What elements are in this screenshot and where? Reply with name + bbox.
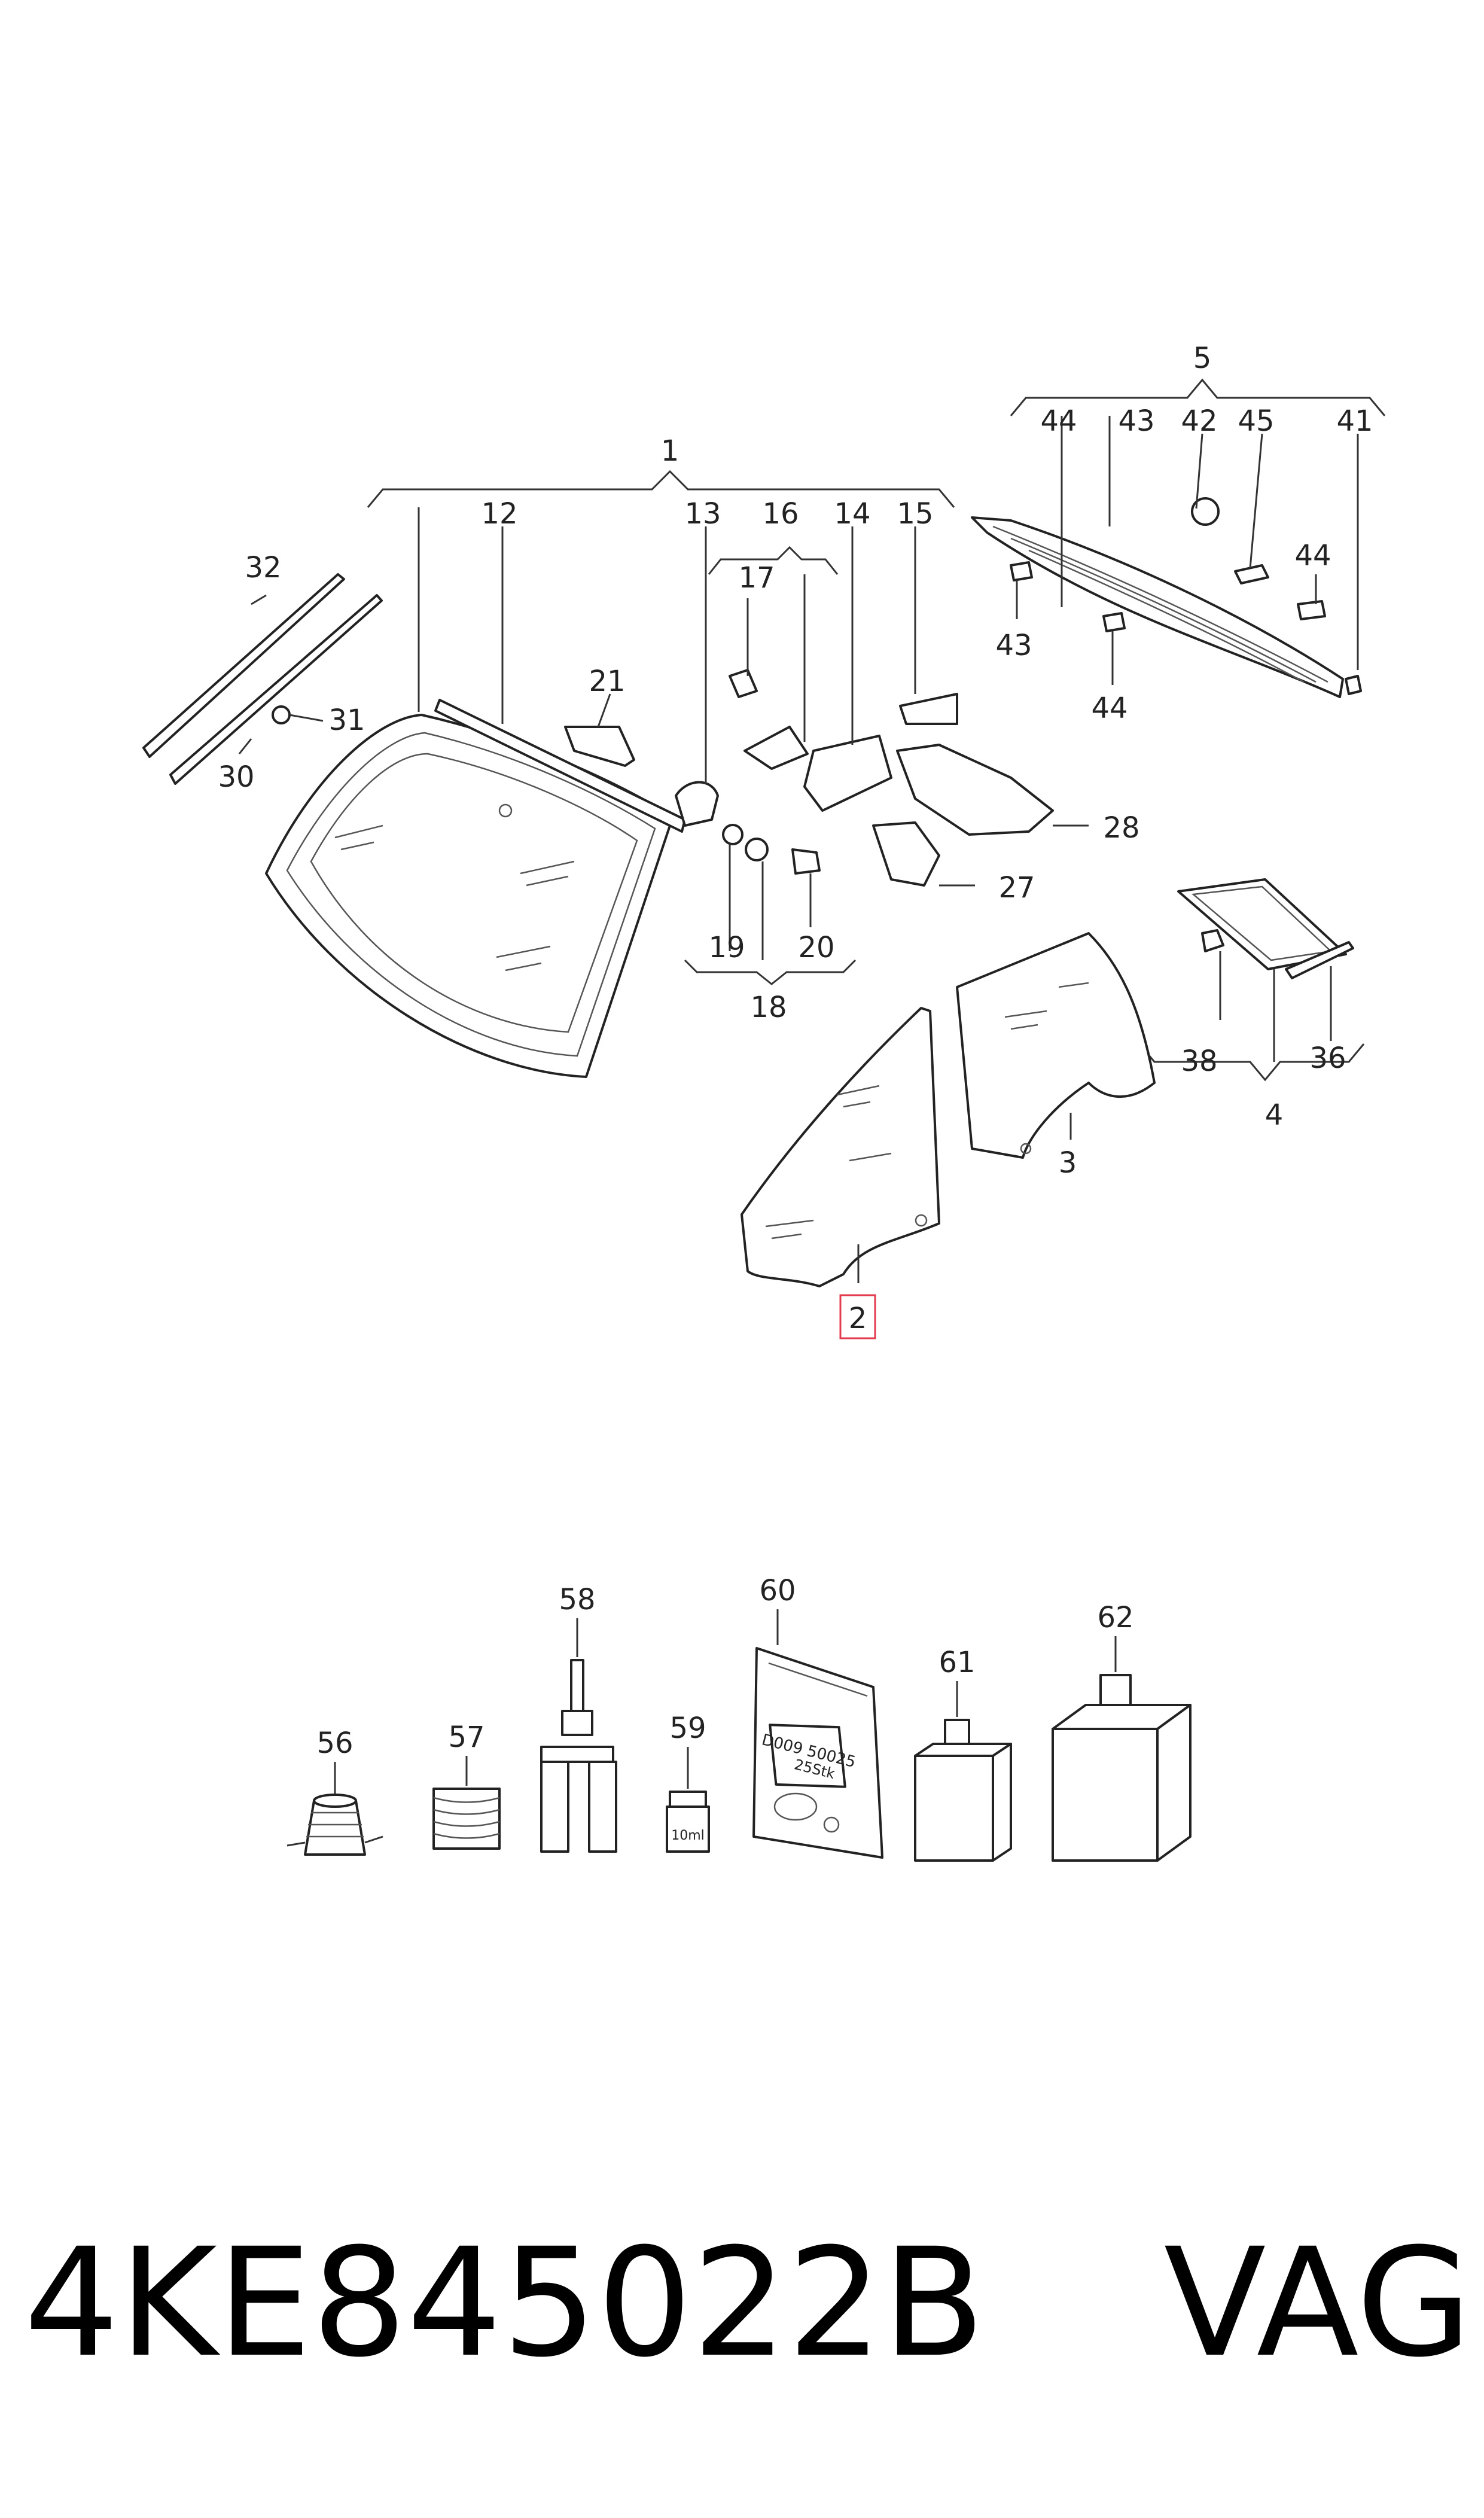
callout-18: 18 <box>750 991 787 1024</box>
highlight-box <box>839 1294 876 1339</box>
callout-2: 2 <box>849 1302 867 1335</box>
callout-44b: 44 <box>1294 539 1331 573</box>
door-window-2 <box>741 1007 940 1287</box>
brand-name: VAG <box>1163 2216 1472 2390</box>
part-62-canister <box>1052 1636 1192 1862</box>
quarter-window <box>1177 878 1354 979</box>
vial-label: 10ml <box>671 1828 705 1843</box>
callout-20: 20 <box>798 931 834 964</box>
lower-callouts: 58 60 62 61 57 56 59 <box>316 1574 1133 1760</box>
callout-17: 17 <box>738 561 775 595</box>
callout-44a: 44 <box>1040 404 1077 438</box>
part-number: 4KE845022B <box>24 2216 985 2390</box>
part-56-grommet <box>287 1762 383 1856</box>
cover-21 <box>564 726 635 767</box>
callout-41: 41 <box>1336 404 1373 438</box>
rear-window <box>971 497 1362 698</box>
callout-43b: 43 <box>995 629 1032 662</box>
part-61-bottle <box>914 1681 1012 1862</box>
callout-19: 19 <box>708 931 745 964</box>
leader-lines <box>238 416 1359 1283</box>
callout-13: 13 <box>684 497 721 531</box>
callout-16: 16 <box>762 497 799 531</box>
part-58-dual-cartridge <box>540 1618 617 1853</box>
group-bracket-5 <box>1010 378 1386 416</box>
callout-1: 1 <box>661 434 679 468</box>
group-bracket-4 <box>1138 1043 1365 1082</box>
sensor-parts-13-20 <box>675 669 1054 887</box>
group-bracket-18 <box>684 959 857 985</box>
callout-60: 60 <box>759 1574 796 1607</box>
group-bracket-1 <box>367 470 955 508</box>
callout-44c: 44 <box>1091 692 1128 725</box>
callout-32: 32 <box>245 551 281 584</box>
callout-15: 15 <box>897 497 933 531</box>
callout-61: 61 <box>938 1646 975 1679</box>
clip-31 <box>272 705 324 724</box>
callout-58: 58 <box>559 1583 595 1616</box>
upper-callouts: 1 5 44 43 42 45 41 12 13 16 14 15 17 32 … <box>218 342 1373 1335</box>
windscreen <box>265 699 686 1078</box>
callout-62: 62 <box>1097 1601 1133 1634</box>
callout-42: 42 <box>1181 404 1217 438</box>
part-57-coil <box>432 1756 501 1850</box>
callout-59: 59 <box>669 1712 706 1745</box>
callout-31: 31 <box>328 704 365 737</box>
callout-12: 12 <box>481 497 517 531</box>
part-60-bag: D009 50025 25Stk <box>752 1609 883 1859</box>
callout-28: 28 <box>1103 811 1139 845</box>
callout-14: 14 <box>834 497 870 531</box>
callout-38: 38 <box>1181 1045 1217 1078</box>
group-bracket-16 <box>708 546 839 575</box>
callout-5: 5 <box>1193 342 1212 375</box>
callout-36: 36 <box>1309 1042 1346 1075</box>
callout-21: 21 <box>589 665 625 698</box>
callout-27: 27 <box>998 871 1035 905</box>
callout-43a: 43 <box>1118 404 1154 438</box>
callout-3: 3 <box>1059 1146 1077 1180</box>
callout-45: 45 <box>1238 404 1274 438</box>
callout-4: 4 <box>1265 1098 1284 1132</box>
callout-56: 56 <box>316 1727 353 1760</box>
callout-30: 30 <box>218 760 254 794</box>
roof-trim-strip-30 <box>169 594 383 785</box>
roof-trim-strip-32 <box>142 573 345 758</box>
callout-57: 57 <box>448 1721 484 1754</box>
door-window-3 <box>956 932 1156 1159</box>
part-59-vial: 10ml <box>666 1747 710 1853</box>
